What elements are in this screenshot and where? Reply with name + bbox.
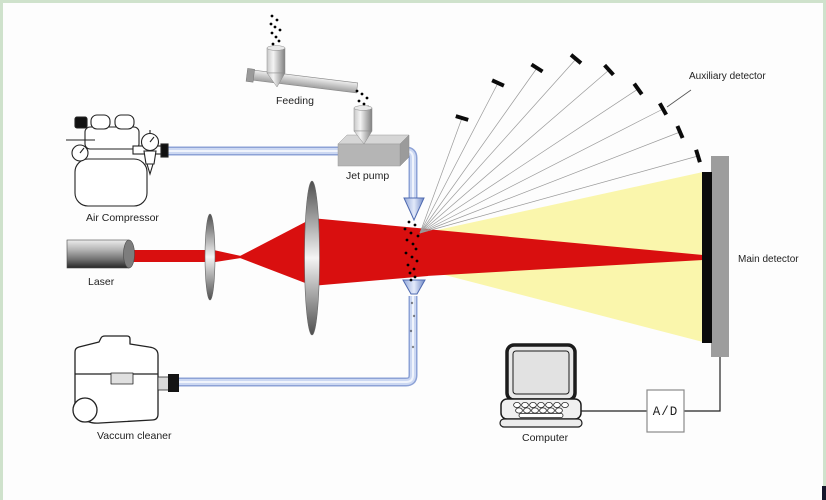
- aux-detector-element: [455, 114, 469, 122]
- ad-converter: A/D: [646, 389, 685, 433]
- signal-wires: [578, 357, 721, 412]
- lens-small: [204, 213, 216, 301]
- spray-nozzle: [403, 197, 425, 222]
- laser-beam: [128, 218, 703, 286]
- aux-detector-element: [569, 53, 583, 65]
- aux-detector-element: [603, 63, 615, 77]
- jet-pump: [337, 105, 410, 167]
- suction-tube-bottom: [179, 296, 418, 387]
- feeding-label: Feeding: [276, 95, 314, 107]
- jet-pump-funnel: [353, 107, 373, 132]
- air-compressor-label: Air Compressor: [86, 212, 159, 224]
- laser-source: [66, 239, 135, 269]
- laptop-keys: [513, 401, 569, 418]
- auxiliary-detector-array: [455, 53, 702, 163]
- computer-laptop: [499, 343, 583, 428]
- vacuum-cleaner-label: Vaccum cleaner: [97, 430, 172, 442]
- aux-label-pointer: [666, 89, 692, 108]
- aux-detector-element: [632, 82, 644, 96]
- jet-pump-label: Jet pump: [346, 170, 389, 182]
- computer-label: Computer: [522, 432, 569, 444]
- aux-detector-element: [694, 149, 702, 163]
- aux-detector-element: [658, 102, 668, 116]
- main-detector: [702, 156, 729, 357]
- auxiliary-detector-label: Auxiliary detector: [689, 71, 766, 82]
- laser-label: Laser: [88, 276, 115, 288]
- feeding-unit: [245, 14, 359, 94]
- aux-detector-element: [491, 78, 505, 88]
- vacuum-cleaner: [72, 335, 179, 424]
- aux-detector-element: [675, 125, 685, 139]
- ad-converter-label: A/D: [653, 405, 679, 419]
- edge-artifact: [822, 486, 826, 500]
- air-compressor: [66, 114, 169, 207]
- scatter-rays: [419, 58, 699, 234]
- particle-stream: [403, 220, 420, 349]
- lens-large: [304, 180, 320, 336]
- feeding-funnel: [266, 47, 286, 74]
- feeding-particles: [269, 14, 282, 46]
- aux-detector-element: [530, 62, 544, 74]
- collection-funnel: [402, 279, 426, 295]
- main-detector-label: Main detector: [738, 254, 799, 265]
